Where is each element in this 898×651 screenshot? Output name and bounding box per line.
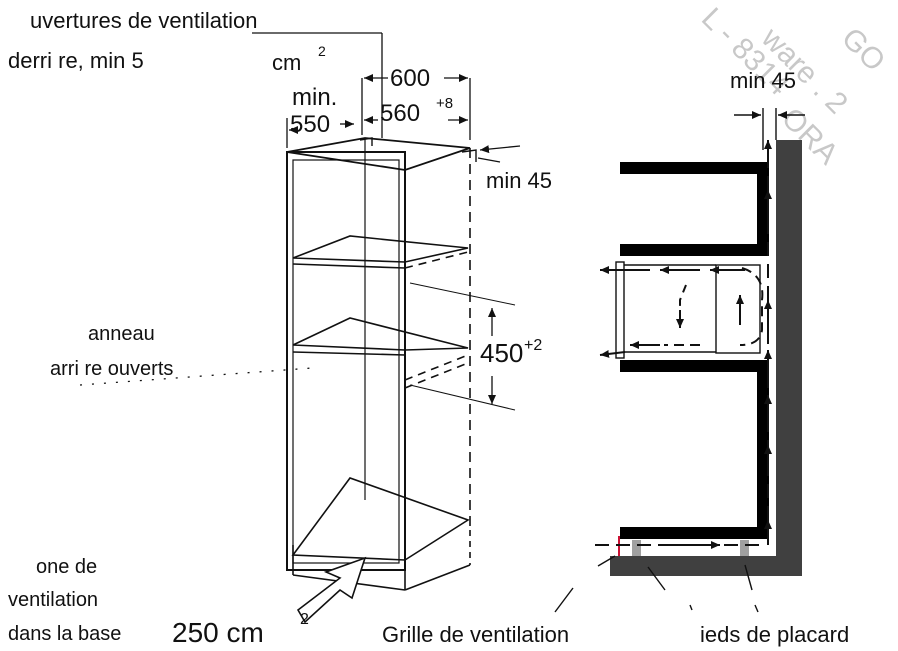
base-ventilation-arrow-icon bbox=[296, 556, 367, 624]
shelf-1-front bbox=[292, 263, 406, 269]
cabinet-front-inner bbox=[292, 159, 400, 564]
dim-450-label: 450 bbox=[480, 338, 523, 368]
cabinet-bottom bbox=[291, 477, 470, 561]
watermark-line-1: GO bbox=[835, 22, 891, 78]
feet-label: ieds de placard bbox=[700, 622, 849, 647]
min-550-label-line1: min. bbox=[292, 84, 337, 111]
base-value: 250 cm bbox=[172, 617, 264, 648]
cabinet-top bbox=[286, 137, 471, 171]
section-drawing bbox=[610, 140, 802, 576]
panel-label-line2: arri re ouverts bbox=[50, 358, 173, 380]
dim-560-label: 560 bbox=[380, 100, 420, 127]
dim-450-sup: +2 bbox=[524, 337, 542, 354]
grille-label: Grille de ventilation bbox=[382, 622, 569, 647]
dim-560-sup: +8 bbox=[436, 95, 453, 112]
cabinet-drawing bbox=[286, 137, 477, 591]
upper-shelf bbox=[620, 162, 769, 256]
lower-shelf bbox=[620, 360, 769, 539]
base-label-line2: ventilation bbox=[8, 589, 98, 611]
cabinet-foot-rear bbox=[740, 540, 749, 556]
airflow-arrows bbox=[595, 140, 772, 549]
vent-top-label-line1: uvertures de ventilation bbox=[30, 8, 257, 33]
wall bbox=[610, 140, 802, 576]
cabinet-front-frame bbox=[286, 151, 406, 571]
base-label-line3: dans la base bbox=[8, 623, 121, 645]
shelf-1 bbox=[292, 235, 469, 263]
min-550-label-line2: 550 bbox=[290, 111, 330, 138]
shelf-2-front bbox=[292, 351, 406, 356]
base-label-line1: one de bbox=[36, 556, 97, 578]
min-45-right-label: min 45 bbox=[730, 68, 796, 93]
base-value-sup: 2 bbox=[300, 611, 309, 628]
labels: uvertures de ventilation derri re, min 5… bbox=[8, 8, 849, 648]
shelf-2 bbox=[292, 317, 469, 351]
cabinet-dimensions bbox=[79, 32, 521, 411]
oven-unit bbox=[615, 261, 761, 359]
section-dimensions bbox=[554, 108, 805, 613]
vent-top-unit-sup: 2 bbox=[318, 43, 326, 59]
dim-600-label: 600 bbox=[390, 65, 430, 92]
cabinet-foot-front bbox=[632, 540, 641, 556]
min-45-left-label: min 45 bbox=[486, 168, 552, 193]
panel-label-line1: anneau bbox=[88, 323, 155, 345]
vent-top-unit: cm bbox=[272, 50, 301, 75]
vent-top-label-line2: derri re, min 5 bbox=[8, 48, 144, 73]
